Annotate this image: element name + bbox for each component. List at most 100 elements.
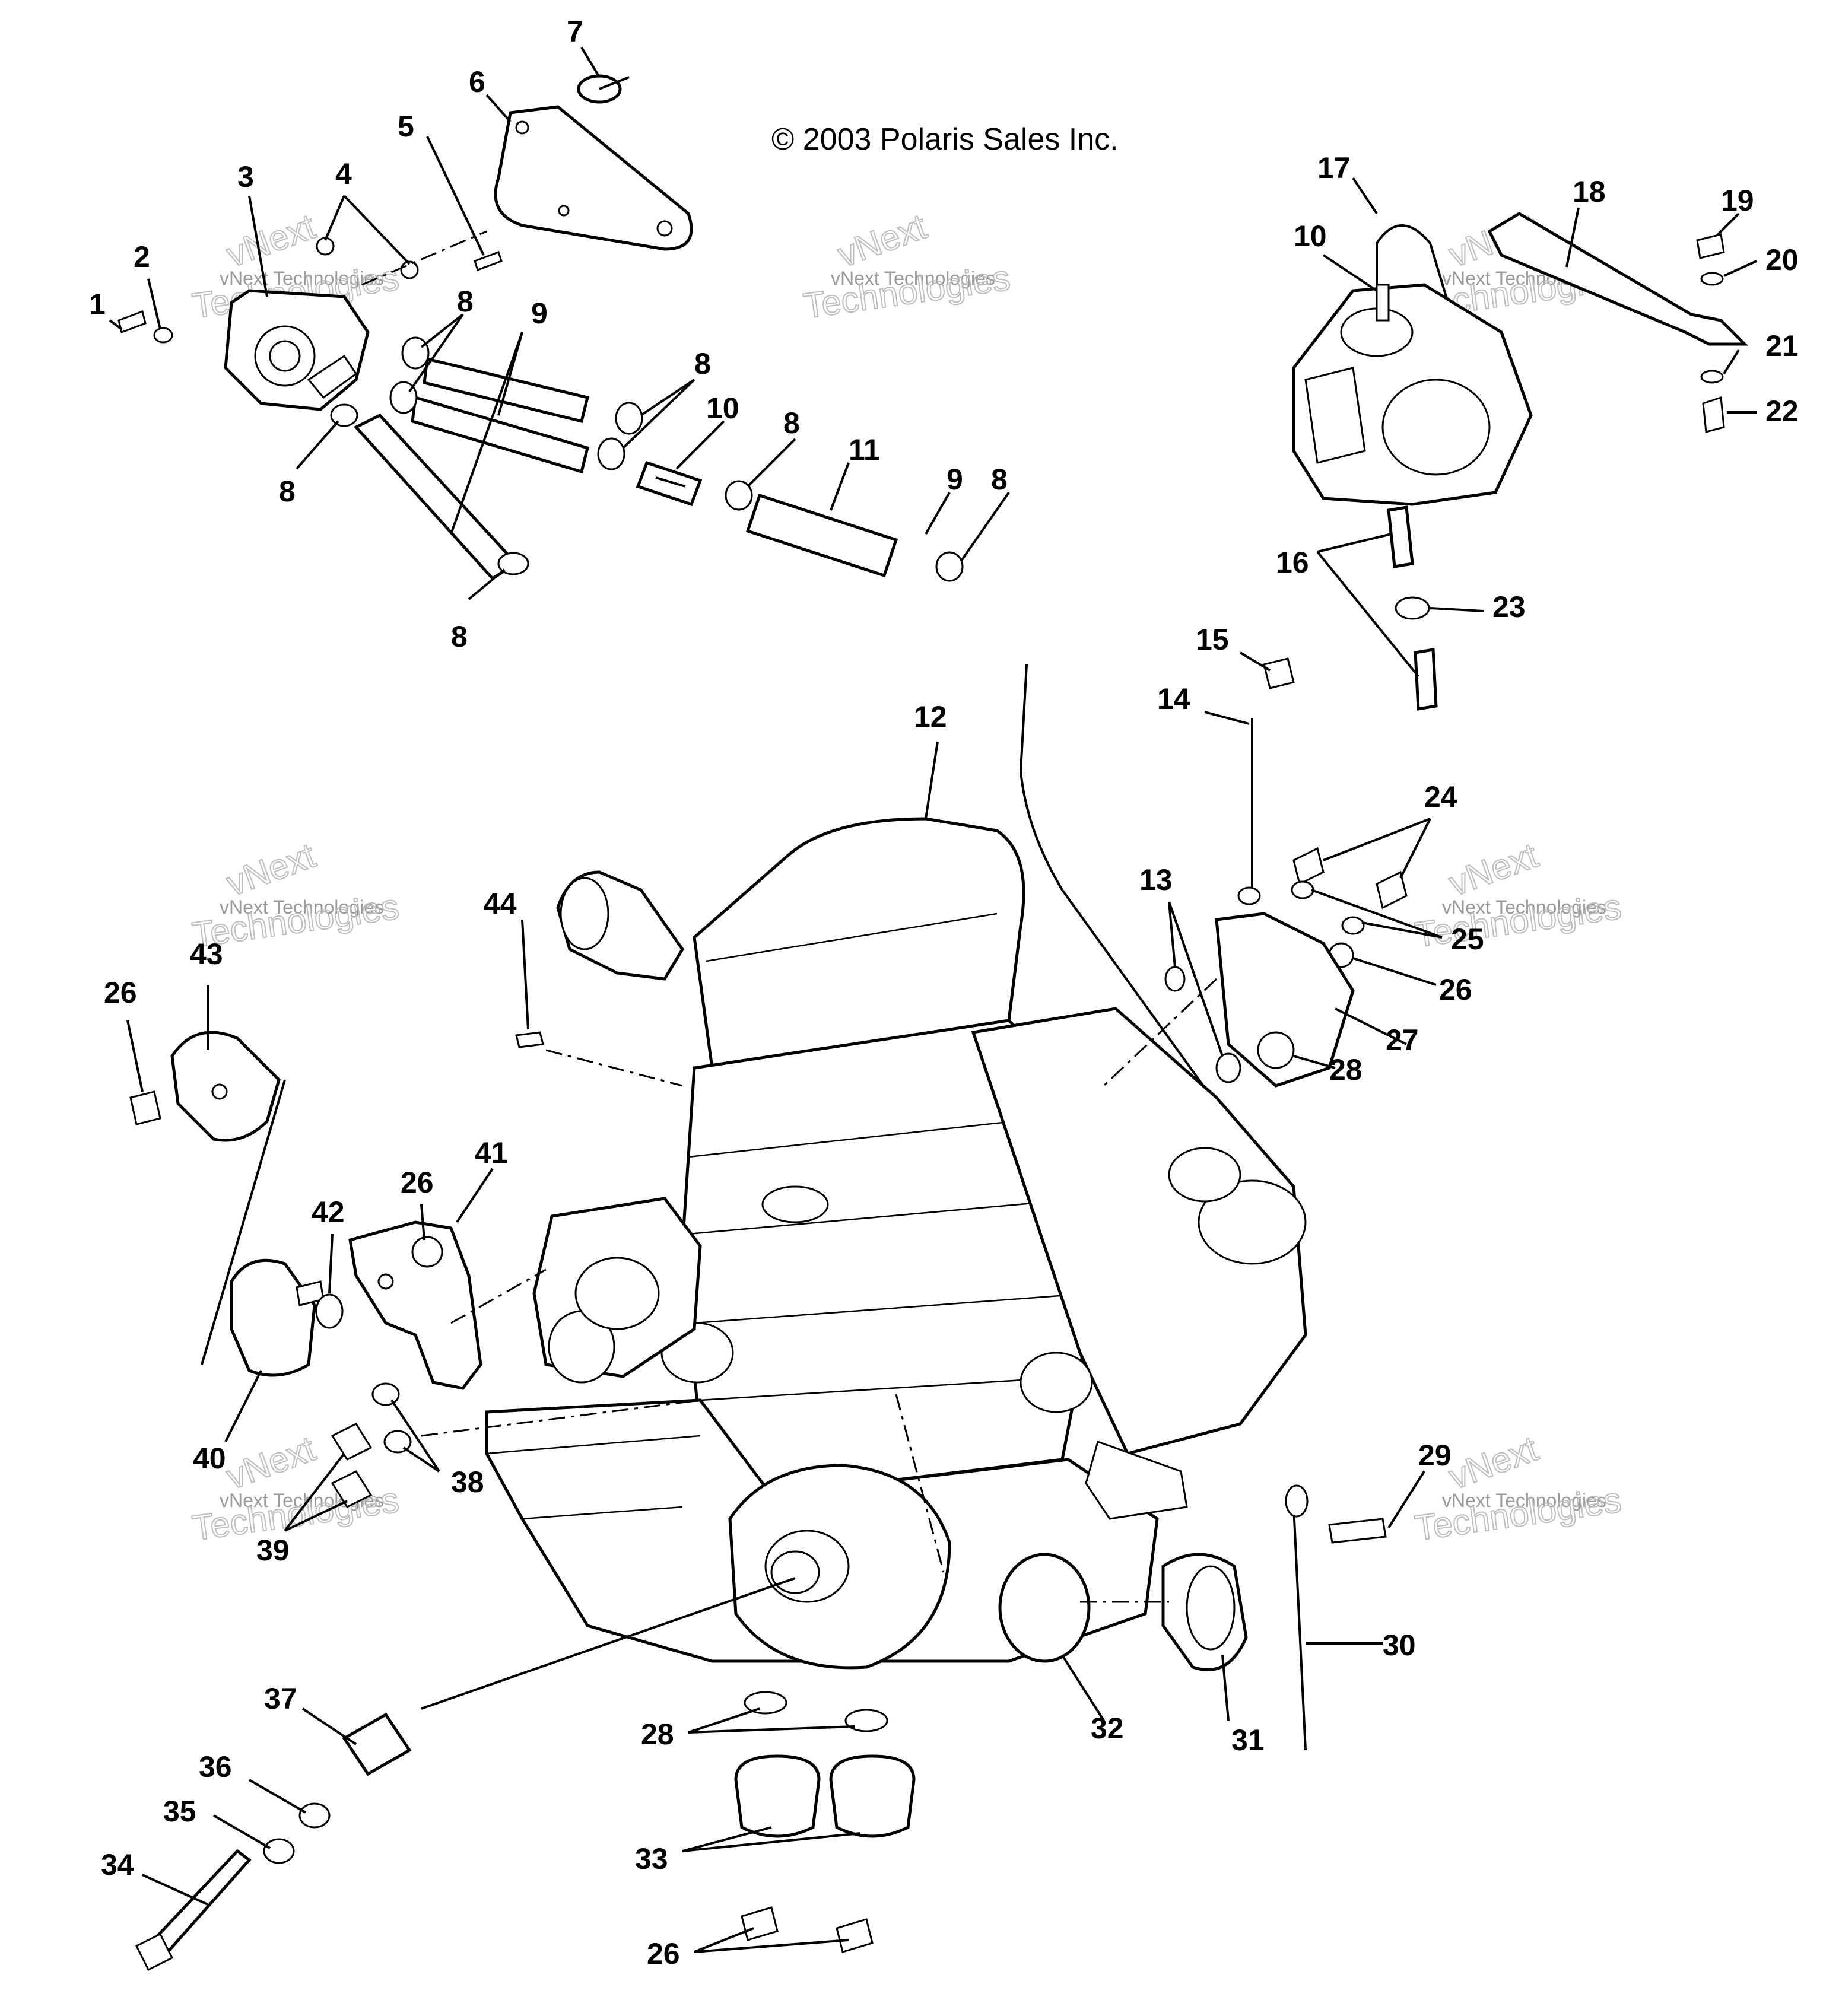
svg-text:vNext Technologies: vNext Technologies bbox=[1442, 896, 1606, 918]
callout-8b: 8 bbox=[694, 347, 711, 380]
washer-2 bbox=[153, 327, 173, 344]
exhaust-duct bbox=[971, 1007, 1307, 1455]
callout-14: 14 bbox=[1157, 682, 1190, 716]
svg-text:vNext: vNext bbox=[833, 206, 932, 275]
callout-42: 42 bbox=[312, 1195, 345, 1229]
svg-text:vNext Technologies: vNext Technologies bbox=[1442, 1490, 1606, 1511]
callout-4: 4 bbox=[335, 157, 352, 190]
grommet-23 bbox=[1395, 596, 1430, 620]
boot-32 bbox=[998, 1553, 1091, 1663]
callout-3: 3 bbox=[237, 160, 254, 193]
callout-5: 5 bbox=[398, 110, 414, 143]
callout-12: 12 bbox=[914, 700, 947, 733]
callout-35: 35 bbox=[163, 1795, 196, 1828]
pad-28a bbox=[744, 1691, 787, 1715]
carburetor-assembly bbox=[1292, 212, 1749, 711]
callout-26a: 26 bbox=[104, 976, 137, 1009]
callout-31: 31 bbox=[1231, 1724, 1265, 1757]
callout-6: 6 bbox=[469, 65, 485, 98]
drain-line-16a bbox=[1387, 505, 1414, 568]
nut-4a bbox=[316, 237, 335, 256]
mount-33b bbox=[829, 1754, 916, 1838]
callout-32: 32 bbox=[1091, 1712, 1124, 1745]
svg-text:vNext Technologies: vNext Technologies bbox=[220, 268, 384, 289]
fuel-line-lower bbox=[411, 395, 590, 474]
bolt-29 bbox=[1328, 1518, 1387, 1544]
callout-2: 2 bbox=[134, 240, 150, 274]
svg-text:vNext: vNext bbox=[221, 206, 320, 275]
watermark-6: vNext Technologies Technologies vNext bbox=[1412, 835, 1624, 956]
callout-19: 19 bbox=[1721, 184, 1754, 217]
nut-19 bbox=[1696, 233, 1725, 259]
nut-4b bbox=[400, 260, 419, 279]
engine-block bbox=[485, 664, 1307, 1670]
cylinder-cover bbox=[693, 817, 1025, 1082]
callout-26d: 26 bbox=[647, 1937, 680, 1970]
callout-8a: 8 bbox=[457, 285, 474, 318]
callout-26b: 26 bbox=[401, 1166, 434, 1199]
screw-1 bbox=[117, 310, 147, 333]
mount-33a bbox=[734, 1754, 821, 1838]
assembly-lines bbox=[361, 230, 1218, 1710]
callout-15: 15 bbox=[1196, 623, 1229, 656]
callout-22: 22 bbox=[1765, 395, 1799, 428]
screw-22 bbox=[1702, 396, 1725, 433]
svg-text:vNext Technologies: vNext Technologies bbox=[220, 896, 384, 918]
washer-42 bbox=[315, 1293, 344, 1329]
callout-39: 39 bbox=[256, 1534, 290, 1567]
washer-36 bbox=[298, 1802, 331, 1829]
right-mount-hardware bbox=[1164, 657, 1408, 1751]
callout-9a: 9 bbox=[531, 297, 548, 330]
carb-bracket bbox=[1487, 212, 1749, 346]
bushing-37 bbox=[342, 1712, 412, 1776]
callout-7: 7 bbox=[567, 15, 583, 48]
pump-bracket bbox=[494, 105, 693, 251]
callout-8f: 8 bbox=[451, 620, 468, 653]
svg-text:vNext: vNext bbox=[221, 1429, 320, 1497]
callout-44: 44 bbox=[484, 887, 517, 920]
mount-bracket-41 bbox=[348, 1220, 482, 1390]
callout-10b: 10 bbox=[1294, 220, 1327, 253]
washer-35 bbox=[263, 1838, 295, 1864]
washer-20 bbox=[1700, 272, 1724, 286]
mount-bracket-27 bbox=[1215, 912, 1355, 1088]
svg-text:vNext: vNext bbox=[221, 835, 320, 904]
svg-text:vNext: vNext bbox=[1444, 1429, 1543, 1497]
hose-11 bbox=[745, 493, 898, 578]
callout-36: 36 bbox=[199, 1750, 232, 1783]
pad-28b bbox=[844, 1709, 888, 1732]
svg-text:vNext: vNext bbox=[1444, 835, 1543, 904]
callout-25: 25 bbox=[1451, 923, 1484, 956]
callout-18: 18 bbox=[1573, 175, 1606, 208]
callout-8e: 8 bbox=[279, 475, 296, 508]
callout-8d: 8 bbox=[991, 463, 1008, 496]
callout-30: 30 bbox=[1383, 1629, 1416, 1662]
lower-hardware bbox=[135, 1553, 1248, 1972]
callout-21: 21 bbox=[1765, 329, 1799, 363]
callout-26c: 26 bbox=[1439, 973, 1472, 1006]
drain-line-16b bbox=[1414, 648, 1438, 711]
copyright-notice: © 2003 Polaris Sales Inc. bbox=[771, 122, 1119, 157]
callout-43: 43 bbox=[190, 937, 223, 971]
callout-9b: 9 bbox=[947, 463, 963, 496]
left-mount-hardware bbox=[129, 1031, 544, 1508]
screw-44 bbox=[515, 1031, 544, 1048]
nut-26-left bbox=[129, 1090, 161, 1125]
watermark-2: vNext Technologies Technologies vNext bbox=[801, 206, 1013, 327]
callout-27: 27 bbox=[1386, 1023, 1419, 1057]
callout-16: 16 bbox=[1276, 546, 1309, 579]
fuel-pump-assembly bbox=[117, 74, 964, 582]
callout-28b: 28 bbox=[641, 1718, 674, 1751]
callout-1: 1 bbox=[89, 288, 106, 321]
bolt-15 bbox=[1263, 657, 1295, 689]
callout-13: 13 bbox=[1139, 863, 1173, 896]
callout-41: 41 bbox=[475, 1136, 508, 1169]
damper-40 bbox=[230, 1258, 316, 1377]
fuel-filter bbox=[636, 460, 703, 507]
vent-hose bbox=[1376, 224, 1467, 363]
washer-21 bbox=[1700, 370, 1724, 384]
callout-labels: 1 2 3 4 5 6 7 8 8 8 8 8 8 9 9 10 10 11 1… bbox=[89, 15, 1799, 1970]
callout-24: 24 bbox=[1424, 780, 1457, 813]
